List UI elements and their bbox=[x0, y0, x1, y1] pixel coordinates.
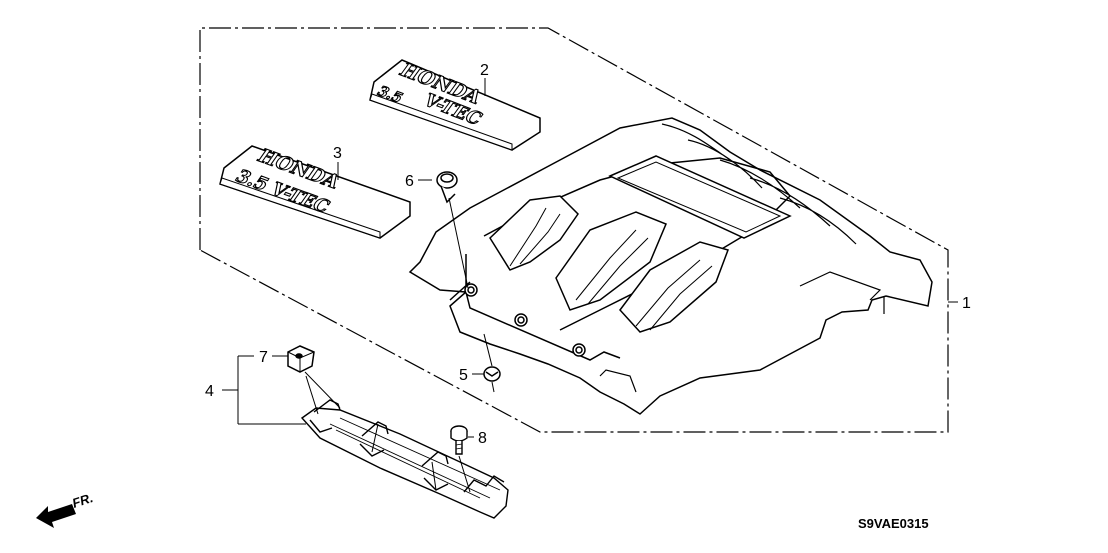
pin-part-6 bbox=[436, 171, 469, 289]
callout-4: 4 bbox=[205, 383, 214, 400]
callout-5: 5 bbox=[459, 367, 468, 384]
callout-6: 6 bbox=[405, 173, 414, 190]
direction-label: FR. bbox=[70, 490, 95, 511]
callout-3: 3 bbox=[333, 145, 342, 162]
bolt-part-8 bbox=[450, 425, 471, 493]
callout-1: 1 bbox=[962, 295, 971, 312]
clip-part-7 bbox=[287, 345, 315, 373]
engine-cover-part-1 bbox=[408, 117, 933, 415]
diagram-code: S9VAE0315 bbox=[858, 516, 929, 531]
front-direction-arrow-icon bbox=[36, 504, 76, 528]
callout-7: 7 bbox=[259, 349, 268, 366]
assembly-boundary bbox=[199, 27, 949, 433]
leader-lines bbox=[222, 78, 958, 438]
emblem-part-2: HONDA 3.5 V-TEC bbox=[369, 59, 541, 151]
callout-2: 2 bbox=[480, 62, 489, 79]
emblem-part-3: HONDA 3.5 V-TEC bbox=[219, 144, 411, 239]
callout-8: 8 bbox=[478, 430, 487, 447]
bracket-part-4 bbox=[300, 371, 509, 519]
